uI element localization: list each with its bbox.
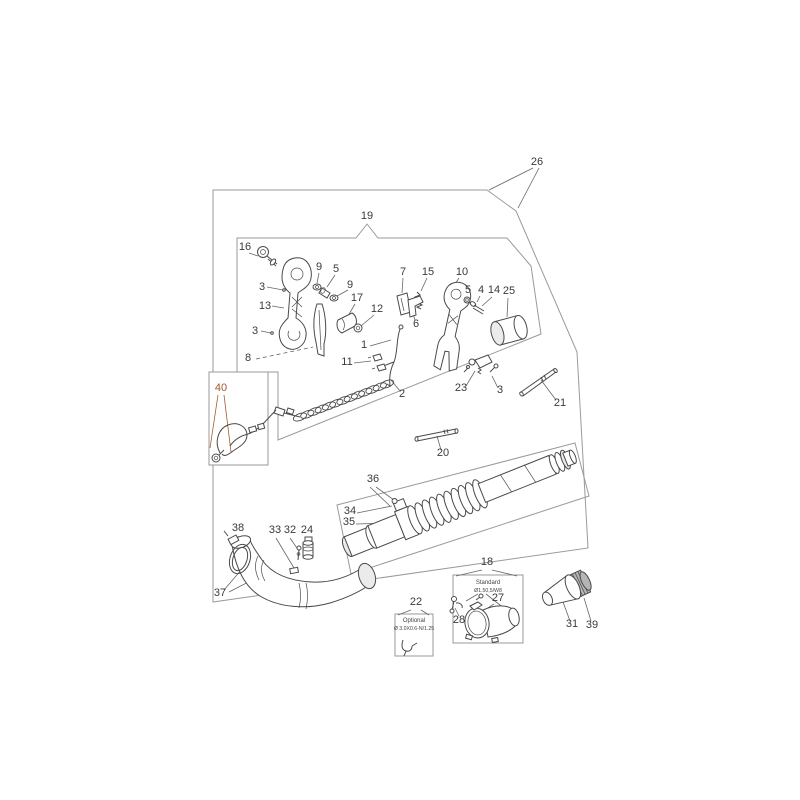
callout-31: 31 — [566, 618, 578, 630]
part-5b-washer — [463, 296, 471, 304]
part-38-hose-clamp — [223, 530, 252, 575]
handle-panel-outline-19 — [236, 223, 542, 441]
callout-13: 13 — [259, 300, 271, 312]
spec-box-standard-title: Standard — [476, 580, 500, 586]
spec-box-optional-title: Optional — [403, 618, 425, 624]
callout-18: 18 — [481, 556, 493, 568]
part-31-cone — [541, 574, 582, 606]
part-4-bolt — [469, 301, 485, 315]
callout-38: 38 — [232, 522, 244, 534]
callout-35: 35 — [343, 516, 355, 528]
part-32-screw — [296, 545, 302, 561]
part-12-washer — [353, 323, 363, 333]
callout-3a: 3 — [259, 281, 265, 293]
part-9b-nut — [329, 294, 339, 302]
part-22-optional-fitting — [401, 639, 418, 657]
callout-6: 6 — [413, 318, 419, 330]
part-20-rod — [414, 428, 459, 442]
part-40-harness — [211, 422, 266, 463]
callout-8: 8 — [245, 352, 251, 364]
part-16-bolt — [257, 246, 278, 267]
leader-lines — [209, 167, 592, 622]
callout-9a: 9 — [316, 261, 322, 273]
callout-16: 16 — [239, 241, 251, 253]
callout-3c: 3 — [497, 384, 503, 396]
callout-19: 19 — [361, 210, 373, 222]
part-8-rod-plate — [313, 303, 327, 357]
callout-27: 27 — [492, 592, 504, 604]
callout-15: 15 — [422, 266, 434, 278]
callout-36: 36 — [367, 473, 379, 485]
part-9a-nut — [312, 283, 322, 291]
callout-17: 17 — [351, 292, 363, 304]
part-23-trigger-assembly — [463, 354, 493, 375]
part-6-bracket — [407, 295, 424, 318]
part-28-clamp-screw — [449, 596, 463, 614]
part-33-fitting — [289, 566, 300, 575]
part-24-cap — [302, 536, 314, 560]
callout-5a: 5 — [333, 263, 339, 275]
callout-20: 20 — [437, 447, 449, 459]
part-11-connectors — [367, 353, 387, 372]
part-2-throttle-cable-spring — [247, 379, 395, 435]
part-13-handle-half — [278, 257, 312, 350]
spec-box-standard-spec: Ø1.50,5/W8 — [474, 588, 502, 594]
part-36-blower-tube-assembly — [341, 449, 577, 557]
callout-labels: 26 19 16 9 5 3 9 7 15 10 5 4 14 25 13 17… — [214, 156, 598, 631]
callout-24: 24 — [301, 524, 313, 536]
part-25-sleeve — [490, 314, 528, 346]
callout-4: 4 — [478, 284, 484, 296]
callout-32: 32 — [284, 524, 296, 536]
callout-37: 37 — [214, 587, 226, 599]
callout-40: 40 — [215, 382, 227, 394]
callout-5b: 5 — [465, 284, 471, 296]
part-31-39-diffuser — [541, 569, 592, 606]
callout-3b: 3 — [252, 325, 258, 337]
callout-26: 26 — [531, 156, 543, 168]
optional-spec-box — [394, 613, 434, 657]
part-3a-pin — [282, 288, 286, 292]
part-3b-pin — [270, 331, 274, 335]
callout-1: 1 — [361, 339, 367, 351]
assembly-outline-26 — [212, 189, 589, 603]
callout-10: 10 — [456, 266, 468, 278]
spec-box-texts: Standard Ø1.50,5/W8 Optional Ø 3.0X0.6-N… — [394, 580, 502, 632]
callout-7: 7 — [400, 266, 406, 278]
callout-9b: 9 — [347, 279, 353, 291]
part-5a-screw — [318, 287, 331, 299]
callout-21: 21 — [554, 397, 566, 409]
callout-23: 23 — [455, 382, 467, 394]
callout-28: 28 — [453, 614, 465, 626]
callout-2: 2 — [399, 388, 405, 400]
spec-box-optional-spec: Ø 3.0X0.6-N/1.25 — [394, 626, 434, 632]
callout-25: 25 — [503, 285, 515, 297]
callout-14: 14 — [488, 284, 500, 296]
callout-39: 39 — [586, 619, 598, 631]
part-27-nozzle-housing — [464, 593, 520, 644]
callout-12: 12 — [371, 303, 383, 315]
callout-34: 34 — [344, 505, 356, 517]
callout-11: 11 — [341, 356, 352, 368]
part-21-rod — [519, 368, 558, 397]
part-3c-screw — [489, 363, 499, 373]
part-10-handle-half — [433, 281, 472, 372]
callout-22: 22 — [410, 596, 422, 608]
callout-33: 33 — [269, 524, 281, 536]
